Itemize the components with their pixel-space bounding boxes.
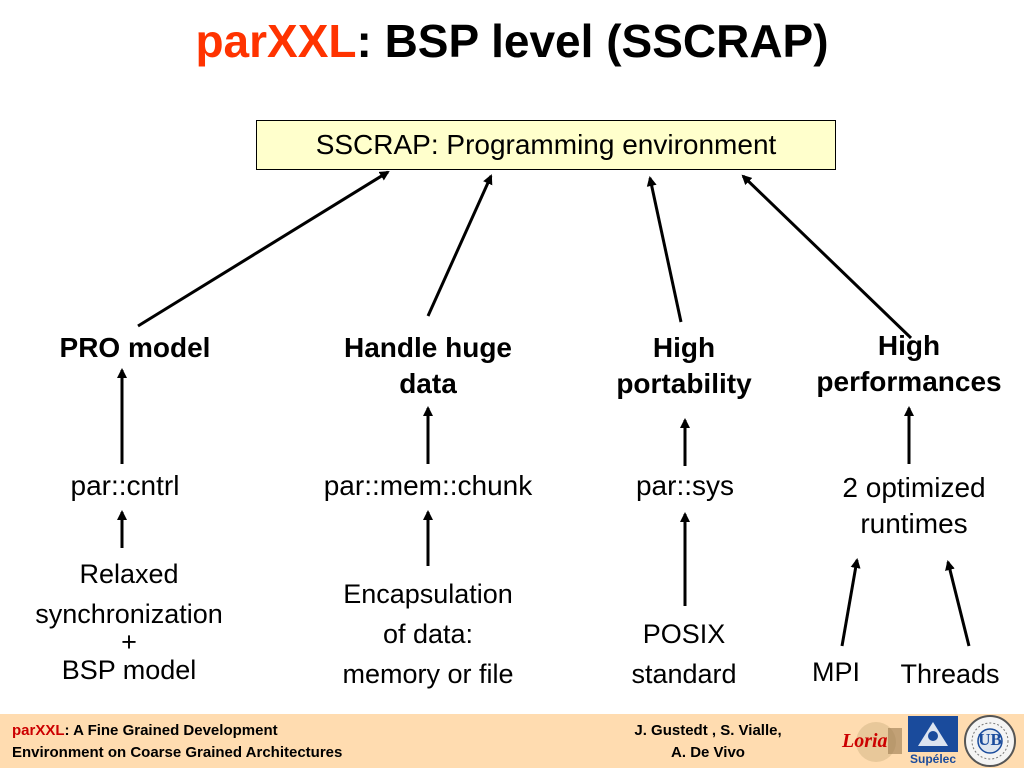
base-label: synchronization <box>35 599 223 629</box>
goal-label: High <box>652 332 716 363</box>
base-label: POSIX <box>642 619 726 649</box>
base-mpi: MPI <box>811 657 860 687</box>
ub-seal-text: UB <box>978 730 1002 749</box>
base-label: Encapsulation <box>343 579 513 609</box>
arrow-pro-to-root <box>137 170 390 328</box>
goal-label: PRO model <box>59 332 211 363</box>
goal-handle-huge-data: Handle huge data <box>308 330 548 402</box>
base-plus: + <box>121 627 137 657</box>
ub-seal-logo: UB <box>962 714 1018 768</box>
goal-label: data <box>399 368 457 399</box>
arrow-threads-to-runtimes <box>945 560 971 647</box>
module-label: runtimes <box>860 508 968 539</box>
goal-label: portability <box>616 368 752 399</box>
base-encapsulation: Encapsulation of data: memory or file <box>300 574 556 694</box>
arrow-mpi-to-runtimes <box>840 558 861 647</box>
title-accent: parXXL <box>195 15 357 67</box>
base-label: of data: <box>382 619 474 649</box>
module-par-cntrl: par::cntrl <box>70 470 180 501</box>
footer-left-line2: Environment on Coarse Grained Architectu… <box>12 744 343 761</box>
goal-high-performances: High performances <box>796 328 1022 400</box>
title-rest: : BSP level (SSCRAP) <box>356 15 829 67</box>
footer-bar: parXXL: A Fine Grained Development Envir… <box>0 714 1024 768</box>
footer-authors-line1: J. Gustedt , S. Vialle, <box>634 722 782 739</box>
module-par-sys: par::sys <box>635 470 735 501</box>
module-optimized-runtimes: 2 optimized runtimes <box>804 470 1024 542</box>
loria-logo-text: Loria <box>842 730 888 752</box>
base-relaxed-synchronization: Relaxed synchronization + BSP model <box>6 554 252 690</box>
footer-accent: parXXL <box>12 722 65 739</box>
arrows-layer <box>117 170 971 647</box>
goal-label: Handle huge <box>343 332 512 363</box>
goal-label: High <box>877 330 941 361</box>
footer-left-line1-text: : A Fine Grained Development <box>64 722 278 739</box>
base-posix-standard: POSIX standard <box>604 614 764 694</box>
base-label: standard <box>631 659 737 689</box>
footer-left-line1: parXXL: A Fine Grained Development <box>12 720 278 741</box>
base-plus-row: + <box>6 627 252 657</box>
footer-authors-line2: A. De Vivo <box>671 744 745 761</box>
goal-label: performances <box>816 366 1002 397</box>
module-label: 2 optimized <box>842 472 986 503</box>
ub-seal-icon <box>964 715 1016 767</box>
goal-pro-model: PRO model <box>20 330 250 366</box>
root-node-sscrap: SSCRAP: Programming environment <box>256 120 836 170</box>
arrow-portability-to-root <box>646 176 683 323</box>
loria-logo-icon <box>836 718 906 766</box>
page-title: parXXL: BSP level (SSCRAP) <box>0 14 1024 68</box>
base-label: Relaxed <box>79 559 179 589</box>
arrow-performance-to-root <box>741 174 913 340</box>
arrow-huge-to-root <box>426 174 493 317</box>
goal-high-portability: High portability <box>594 330 774 402</box>
base-label: memory or file <box>342 659 514 689</box>
supelec-logo: Supélec <box>908 716 958 766</box>
loria-logo: Loria <box>836 718 906 766</box>
base-label: BSP model <box>61 655 197 685</box>
supelec-logo-icon <box>908 716 958 752</box>
base-threads: Threads <box>900 659 1000 689</box>
module-par-mem-chunk: par::mem::chunk <box>323 470 533 501</box>
supelec-logo-text: Supélec <box>909 752 957 766</box>
